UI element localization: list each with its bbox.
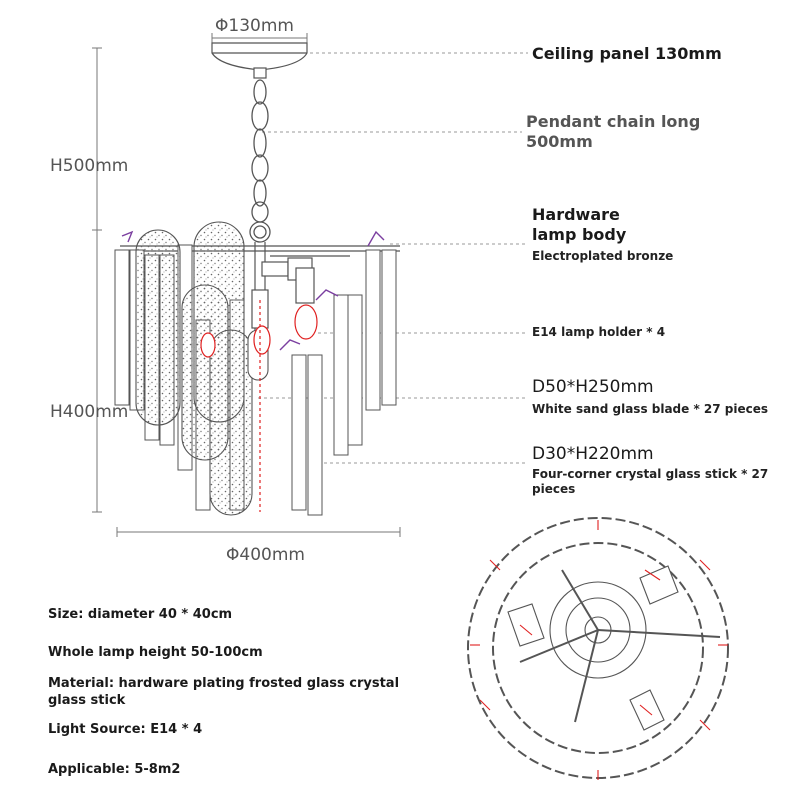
spec-light-source: Light Source: E14 * 4 — [48, 722, 203, 737]
stick-desc-line1: Four-corner crystal glass stick * 27 — [532, 467, 769, 481]
stick-desc-line2: pieces — [532, 482, 576, 496]
total-height-label: H500mm — [50, 156, 129, 176]
sand-glass-blades — [135, 221, 269, 516]
spec-applicable: Applicable: 5-8m2 — [48, 762, 181, 777]
chain-callout-line2: 500mm — [526, 132, 593, 151]
hardware-callout-line2: lamp body — [532, 225, 627, 244]
stick-dim-callout: D30*H220mm — [532, 444, 654, 464]
blade-dim-callout: D50*H250mm — [532, 377, 654, 397]
hardware-callout-line1: Hardware — [532, 205, 620, 224]
lamp-holder-callout: E14 lamp holder * 4 — [532, 325, 666, 339]
purple-hooks — [121, 230, 385, 351]
ceiling-panel — [211, 42, 308, 79]
top-view — [467, 517, 729, 780]
body-height-label: H400mm — [50, 402, 129, 422]
hardware-callout-sub: Electroplated bronze — [532, 249, 674, 263]
spec-material-line2: glass stick — [48, 693, 126, 708]
chain-callout-line1: Pendant chain long — [526, 112, 701, 131]
ceiling-diameter-label: Φ130mm — [215, 16, 294, 36]
ceiling-panel-callout: Ceiling panel 130mm — [532, 44, 722, 63]
spec-size: Size: diameter 40 * 40cm — [48, 607, 233, 622]
dimension-lines — [92, 33, 401, 537]
spec-material-line1: Material: hardware plating frosted glass… — [48, 676, 400, 691]
e14-bulbs — [200, 300, 318, 512]
body-diameter-label: Φ400mm — [226, 545, 305, 565]
spec-height: Whole lamp height 50-100cm — [48, 645, 263, 660]
blade-desc-callout: White sand glass blade * 27 pieces — [532, 402, 769, 416]
pendant-chain — [249, 79, 271, 243]
